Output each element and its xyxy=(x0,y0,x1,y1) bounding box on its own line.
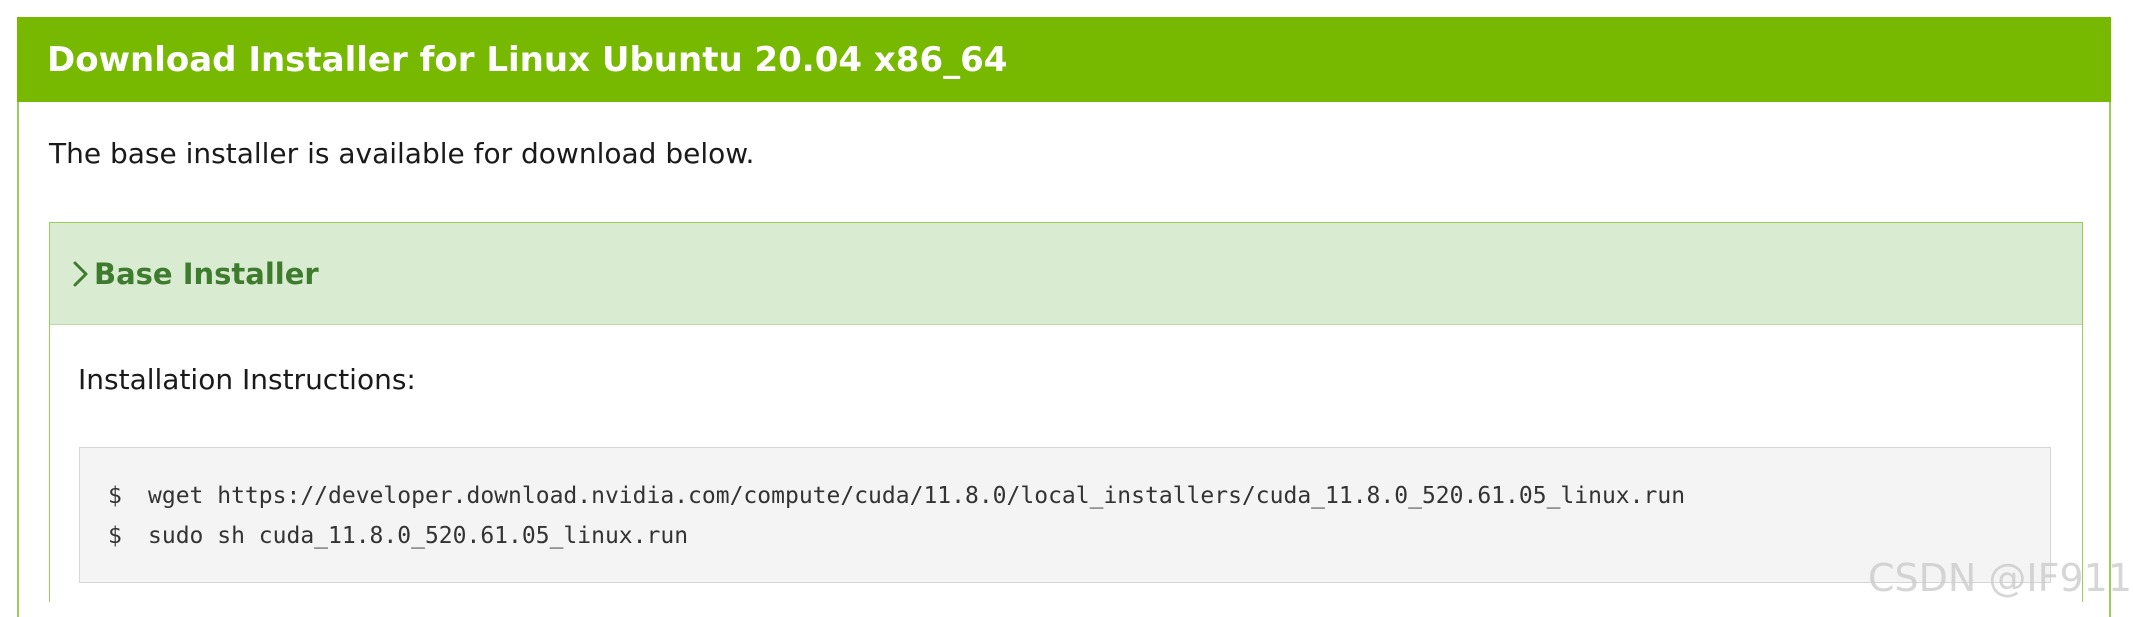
shell-prompt: $ xyxy=(108,523,122,549)
intro-text: The base installer is available for down… xyxy=(49,137,755,170)
command-line[interactable]: $ wget https://developer.download.nvidia.… xyxy=(108,476,2050,516)
panel-header: Download Installer for Linux Ubuntu 20.0… xyxy=(17,17,2111,102)
base-installer-toggle[interactable]: Base Installer xyxy=(50,223,2082,325)
panel-title: Download Installer for Linux Ubuntu 20.0… xyxy=(47,39,1008,80)
command-text[interactable]: sudo sh cuda_11.8.0_520.61.05_linux.run xyxy=(148,523,689,549)
chevron-right-icon xyxy=(73,261,88,286)
base-installer-title: Base Installer xyxy=(94,256,319,291)
csdn-watermark: CSDN @IF911 xyxy=(1868,556,2133,600)
shell-prompt: $ xyxy=(108,483,122,509)
installation-instructions-label: Installation Instructions: xyxy=(78,363,416,396)
command-text[interactable]: wget https://developer.download.nvidia.c… xyxy=(148,483,1686,509)
download-installer-panel: Download Installer for Linux Ubuntu 20.0… xyxy=(17,17,2111,617)
command-line[interactable]: $ sudo sh cuda_11.8.0_520.61.05_linux.run xyxy=(108,516,2050,556)
base-installer-accordion: Base Installer Installation Instructions… xyxy=(49,222,2083,602)
command-code-block[interactable]: $ wget https://developer.download.nvidia.… xyxy=(79,447,2051,583)
